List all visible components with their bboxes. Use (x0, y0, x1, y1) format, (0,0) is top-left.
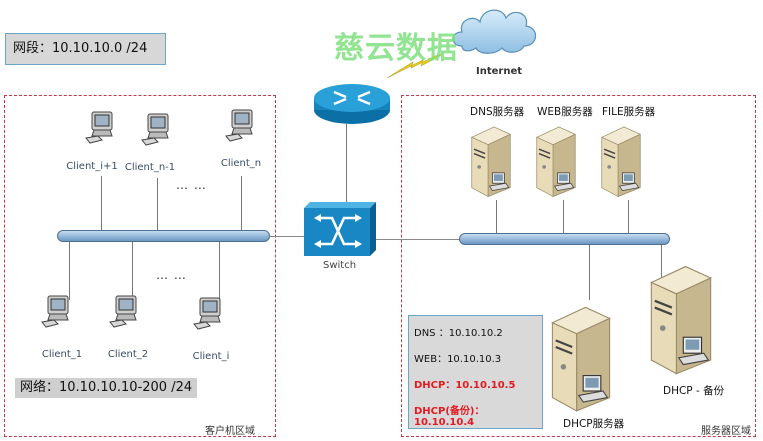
server-label: DHCP服务器 (563, 418, 625, 430)
client-network-box: 网络：10.10.10.10-200 /24 (15, 378, 197, 398)
dns-server-icon (468, 124, 514, 202)
network-segment-label: 网段：10.10.10.0 /24 (13, 41, 148, 56)
dhcp-server-icon (548, 300, 614, 420)
server-drop-line (589, 245, 590, 300)
server-address-box: DNS ：10.10.10.2 WEB：10.10.10.3 DHCP：10.1… (408, 315, 543, 429)
switch-to-server-bus-link (376, 239, 459, 240)
client-zone-title: 客户机区域 (205, 426, 255, 437)
client-bus (57, 230, 270, 242)
server-zone (401, 95, 756, 437)
address-dhcp: DHCP：10.10.10.5 (414, 380, 516, 391)
client-pc-icon (140, 112, 174, 152)
client-network-label: 网络：10.10.10.10-200 /24 (20, 380, 193, 395)
client-pc-icon (192, 296, 226, 336)
client-drop-line (69, 242, 70, 300)
server-label: DHCP - 备份 (663, 385, 725, 397)
address-web: WEB：10.10.10.3 (414, 354, 502, 365)
client-label: Client_i+1 (66, 161, 118, 172)
dhcp-backup-server-icon (646, 262, 716, 380)
server-drop-line (496, 200, 497, 233)
client-pc-icon (84, 110, 118, 150)
router-icon (314, 84, 390, 124)
client-zone (4, 95, 276, 437)
client-ellipsis-top: … … (176, 178, 207, 192)
switch-label: Switch (323, 260, 357, 271)
client-drop-line (241, 176, 242, 230)
client-drop-line (101, 176, 102, 230)
server-label: FILE服务器 (602, 106, 656, 118)
server-drop-line (661, 245, 662, 290)
client-drop-line (157, 178, 158, 230)
wan-link-bolt-icon (386, 53, 444, 79)
client-bus-to-switch-link (270, 236, 304, 237)
file-server-icon (598, 124, 644, 202)
client-label: Client_n (220, 158, 262, 169)
client-drop-line (132, 242, 133, 298)
web-server-icon (533, 124, 579, 202)
client-label: Client_i (192, 351, 230, 362)
watermark-text: 慈云数据 (334, 31, 458, 66)
server-zone-title: 服务器区域 (701, 426, 751, 437)
switch-icon (304, 202, 376, 256)
internet-cloud-icon (452, 9, 537, 54)
server-bus (459, 233, 670, 245)
client-label: Client_n-1 (124, 162, 176, 173)
address-dns: DNS ：10.10.10.2 (414, 328, 503, 339)
internet-label: Internet (476, 66, 523, 77)
client-ellipsis-bottom: … … (156, 268, 187, 282)
network-segment-box: 网段：10.10.10.0 /24 (5, 33, 166, 65)
client-pc-icon (108, 294, 142, 334)
client-label: Client_1 (41, 349, 83, 360)
router-to-switch-link (346, 124, 347, 202)
client-label: Client_2 (107, 349, 149, 360)
server-drop-line (563, 200, 564, 233)
client-pc-icon (224, 108, 258, 148)
client-drop-line (219, 242, 220, 300)
server-label: DNS服务器 (470, 106, 525, 118)
server-drop-line (628, 200, 629, 233)
client-pc-icon (40, 294, 74, 334)
server-label: WEB服务器 (537, 106, 593, 118)
address-dhcp-backup: DHCP(备份)：10.10.10.4 (414, 406, 485, 428)
